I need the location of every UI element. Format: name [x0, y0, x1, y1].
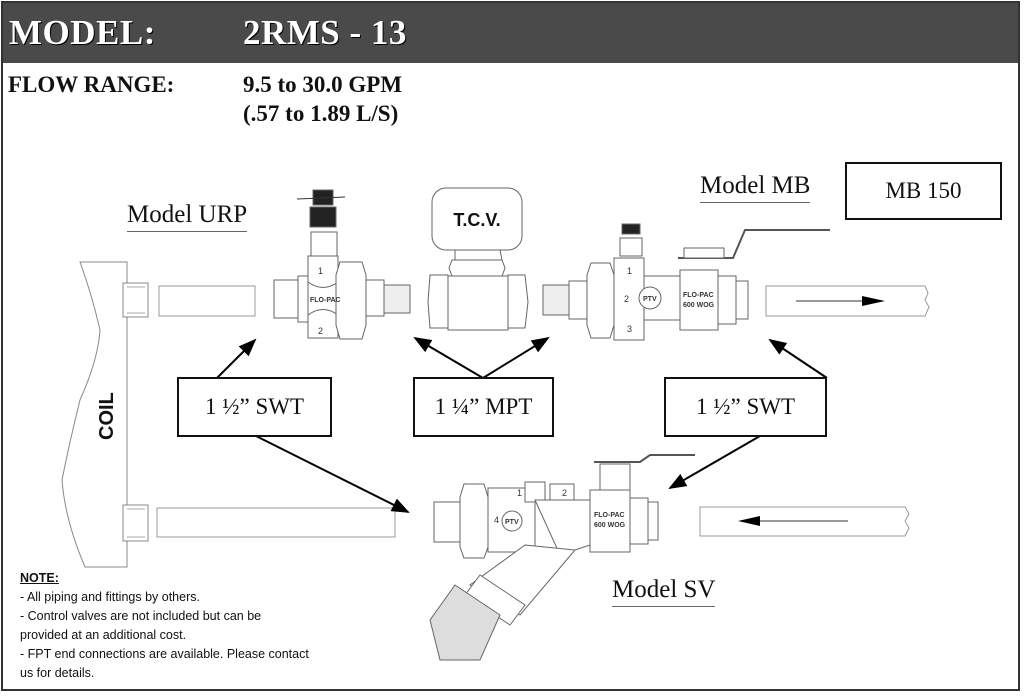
flow-range-lps: (.57 to 1.89 L/S): [243, 101, 399, 126]
model-value: 2RMS - 13: [243, 13, 407, 52]
pipe-return-bottom: [156, 507, 396, 538]
flow-arrow-in: [738, 516, 760, 526]
mb-ptv-badge: PTV: [643, 296, 657, 303]
note-line: us for details.: [20, 666, 95, 680]
coil-stub-bottom: [122, 504, 149, 542]
notes-block: NOTE: - All piping and fittings by other…: [20, 569, 309, 683]
connection-box-mpt: 1 ¼” MPT: [413, 377, 554, 437]
sv-valve: [429, 454, 695, 661]
urp-port-2: 2: [318, 326, 323, 336]
header-bar: MODEL: 2RMS - 13: [3, 3, 1018, 63]
notes-title: NOTE:: [20, 571, 59, 585]
flow-range-label: FLOW RANGE:: [8, 72, 175, 97]
mb-port-1: 1: [627, 266, 632, 276]
tcv-label: T.C.V.: [453, 210, 500, 230]
tcv-valve: [427, 187, 529, 331]
mb-valve: [542, 223, 830, 341]
mb-port-3: 3: [627, 324, 632, 334]
sv-port-1: 1: [517, 488, 522, 498]
mb-size-box: MB 150: [845, 162, 1002, 220]
flow-range-gpm: 9.5 to 30.0 GPM: [243, 72, 403, 97]
coil-shape: [61, 261, 128, 568]
leader-arrow-4: [482, 336, 550, 379]
note-line: provided at an additional cost.: [20, 628, 187, 642]
note-line: - FPT end connections are available. Ple…: [20, 647, 309, 661]
sv-ptv-badge: PTV: [505, 519, 519, 526]
note-line: - All piping and fittings by others.: [20, 590, 200, 604]
note-line: - Control valves are not included but ca…: [20, 609, 262, 623]
leader-arrow-6: [668, 435, 761, 490]
mb-brand: FLO-PAC: [683, 292, 714, 299]
sv-port-2: 2: [562, 488, 567, 498]
urp-port-1: 1: [318, 266, 323, 276]
mb-rating: 600 WOG: [683, 302, 715, 309]
sv-rating: 600 WOG: [594, 522, 626, 529]
leader-arrow-1: [216, 338, 257, 379]
leader-arrow-5: [768, 338, 828, 379]
connection-box-swt-right: 1 ½” SWT: [664, 377, 827, 437]
sv-brand: FLO-PAC: [594, 512, 625, 519]
flow-arrow-out: [862, 296, 885, 306]
leader-arrow-3: [413, 336, 484, 379]
leader-arrow-2: [255, 435, 410, 513]
pipe-supply-top: [158, 285, 256, 317]
mb-port-2: 2: [624, 294, 629, 304]
sv-port-4: 4: [494, 515, 499, 525]
urp-valve: [273, 189, 411, 340]
coil-label: COIL: [96, 392, 118, 440]
model-urp-label: Model URP: [127, 201, 248, 232]
model-sv-label: Model SV: [612, 576, 716, 607]
model-mb-label: Model MB: [700, 172, 811, 203]
urp-brand: FLO-PAC: [310, 297, 341, 304]
coil-stub-top: [122, 282, 149, 318]
connection-box-swt-left: 1 ½” SWT: [177, 377, 332, 437]
model-label: MODEL:: [9, 13, 156, 52]
